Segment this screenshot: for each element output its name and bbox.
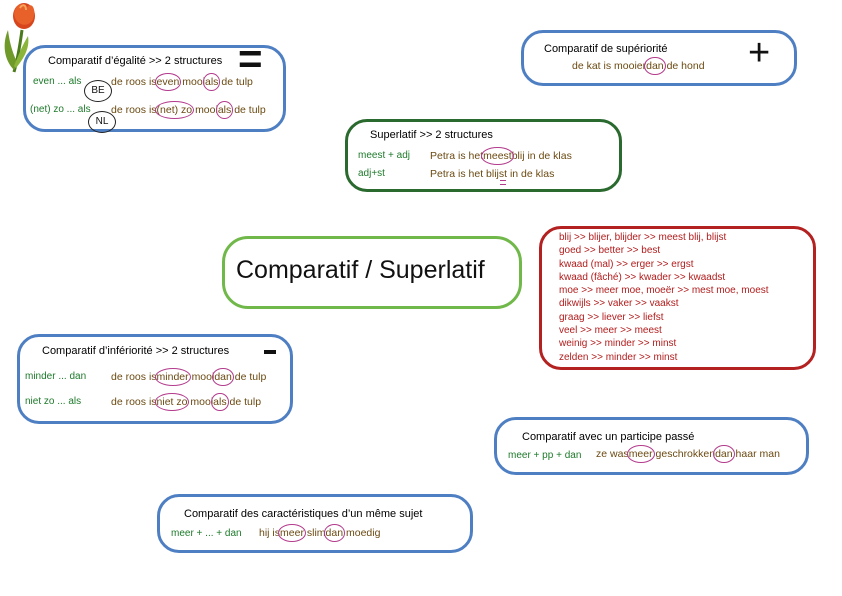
superlatif-row1-label: meest + adj [358, 150, 410, 161]
inferiorite-row2-example: de roos isniet zo mooials de tulp [111, 393, 262, 411]
plus-icon: + [748, 32, 771, 74]
highlight-word: dan [644, 57, 666, 75]
list-item: kwaad (fâché) >> kwader >> kwaadst [559, 271, 726, 283]
example-text: moedig [346, 527, 381, 539]
highlight-word: meest [481, 147, 514, 165]
highlight-word: meer [278, 524, 306, 542]
page-title: Comparatif / Superlatif [236, 256, 485, 284]
example-text: Petra is het [430, 150, 484, 162]
underlined-ending: st [498, 168, 508, 185]
example-text: de tulp [234, 104, 266, 116]
example-text: ze was [596, 448, 629, 460]
irregular-box [539, 226, 816, 370]
egalite-badge-be: BE [84, 80, 112, 102]
egalite-badge-nl: NL [88, 111, 116, 133]
egalite-row1-example: de roos iseven mooials de tulp [111, 73, 253, 91]
participe-box [494, 417, 809, 475]
example-text: mooi [191, 371, 215, 383]
participe-title: Comparatif avec un participe passé [522, 431, 695, 443]
example-text: de tulp [229, 396, 262, 408]
list-item: zelden >> minder >> minst [559, 351, 678, 363]
highlight-word: niet zo [154, 393, 190, 411]
highlight-word: dan [323, 524, 345, 542]
list-item: weinig >> minder >> minst [559, 338, 677, 350]
list-item: kwaad (mal) >> erger >> ergst [559, 258, 694, 270]
inferiorite-row1-example: de roos isminder mooidan de tulp [111, 368, 267, 386]
example-text: de roos is [111, 104, 157, 116]
list-item: goed >> better >> best [559, 245, 661, 257]
example-text: mooi [190, 396, 214, 408]
minus-icon [264, 350, 276, 354]
egalite-row1-label: even ... als [33, 76, 82, 87]
example-text: blij in de klas [511, 150, 572, 162]
superlatif-title: Superlatif >> 2 structures [370, 129, 493, 141]
highlight-word: minder [154, 368, 191, 386]
example-text: de roos is [111, 396, 157, 408]
example-text: de tulp [221, 76, 253, 88]
superlatif-row2-example: Petra is het blijst in de klas [430, 168, 555, 185]
highlight-word: (net) zo [154, 101, 194, 119]
caracteristiques-title: Comparatif des caractéristiques d’un mêm… [184, 508, 423, 520]
example-text: mooi [195, 104, 218, 116]
equals-icon: = [238, 35, 263, 82]
inferiorite-title: Comparatif d’infériorité >> 2 structures [42, 345, 230, 357]
example-text: in de klas [509, 168, 555, 180]
egalite-row2-example: de roos is(net) zo mooials de tulp [111, 101, 266, 119]
highlight-word: als [211, 393, 230, 411]
participe-example: ze wasmeer geschrokkendan haar man [596, 445, 780, 463]
superiorite-example: de kat is mooierdan de hond [572, 57, 705, 75]
example-text: de roos is [111, 371, 157, 383]
list-item: veel >> meer >> meest [559, 325, 662, 337]
egalite-title: Comparatif d’égalité >> 2 structures [48, 55, 223, 67]
caracteristiques-row-label: meer + ... + dan [171, 528, 242, 539]
superlatif-row2-label: adj+st [358, 168, 385, 179]
highlight-word: als [215, 101, 234, 119]
superiorite-title: Comparatif de supériorité [544, 43, 668, 55]
list-item: graag >> liever >> liefst [559, 311, 664, 323]
example-text: de hond [666, 60, 705, 72]
highlight-word: als [202, 73, 221, 91]
caracteristiques-example: hij ismeer slimdan moedig [259, 524, 381, 542]
irregular-list: blij >> blijer, blijder >> meest blij, b… [559, 231, 769, 364]
highlight-word: even [154, 73, 182, 91]
egalite-row2-label: (net) zo ... als [30, 104, 91, 115]
example-text: haar man [735, 448, 780, 460]
superlatif-row1-example: Petra is hetmeestblij in de klas [430, 147, 572, 165]
tulip-icon [4, 3, 35, 73]
example-text: de tulp [234, 371, 267, 383]
example-text: de kat is mooier [572, 60, 647, 72]
caracteristiques-box [157, 494, 473, 553]
list-item: blij >> blijer, blijder >> meest blij, b… [559, 232, 727, 243]
participe-row-label: meer + pp + dan [508, 450, 582, 461]
example-text: de roos is [111, 76, 157, 88]
list-item: dikwijls >> vaker >> vaakst [559, 298, 679, 310]
example-text: slim [306, 527, 326, 539]
example-text: geschrokken [655, 448, 716, 460]
list-item: moe >> meer moe, moeër >> mest moe, moes… [559, 285, 769, 297]
highlight-word: dan [212, 368, 234, 386]
center-box [222, 236, 522, 309]
example-text: mooi [182, 76, 205, 88]
highlight-word: dan [713, 445, 735, 463]
inferiorite-row2-label: niet zo ... als [25, 396, 82, 407]
example-text: Petra is het blij [430, 168, 499, 180]
inferiorite-row1-label: minder ... dan [25, 371, 87, 382]
egalite-box [23, 45, 286, 132]
example-text: hij is [259, 527, 281, 539]
highlight-word: meer [626, 445, 655, 463]
